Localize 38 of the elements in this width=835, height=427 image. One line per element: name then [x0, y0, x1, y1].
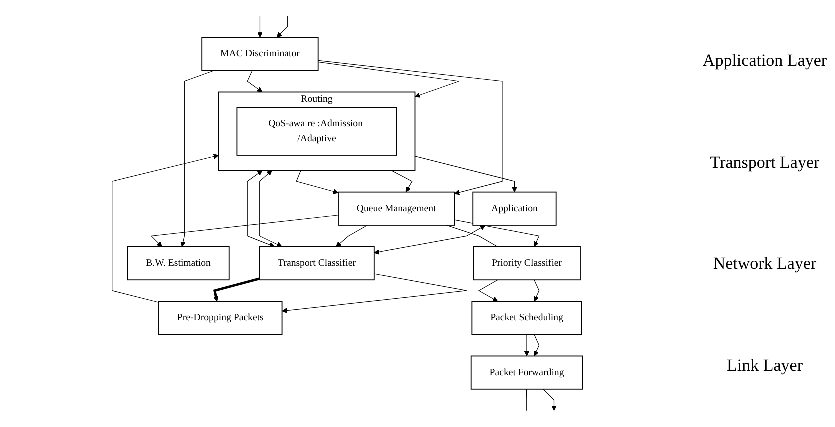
- arrow: [213, 278, 260, 302]
- arrow: [258, 16, 263, 38]
- arrow: [247, 170, 275, 248]
- arrow: [296, 170, 339, 194]
- node-box: B.W. Estimation: [127, 246, 230, 281]
- arrow: [543, 389, 557, 412]
- node-box: Packet Scheduling: [472, 301, 582, 336]
- arrow: [534, 280, 540, 302]
- layer-label: Network Layer: [712, 254, 818, 274]
- node-box: Application: [472, 192, 557, 226]
- layer-label: Link Layer: [726, 356, 804, 376]
- arrow: [180, 70, 215, 248]
- node-box: MAC Discriminator: [202, 37, 319, 72]
- arrow: [247, 70, 263, 92]
- node-box: Packet Forwarding: [470, 356, 584, 390]
- layer-label: Transport Layer: [709, 152, 821, 173]
- arrow: [112, 154, 220, 303]
- arrow: [318, 60, 503, 196]
- node-box: Transport Classifier: [259, 246, 375, 281]
- node-box: Priority Classifier: [473, 246, 581, 281]
- node-box: Pre-Dropping Packets: [158, 301, 283, 336]
- arrow: [282, 274, 468, 314]
- arrow: [260, 170, 282, 248]
- arrow: [336, 225, 368, 248]
- arrow: [524, 334, 530, 356]
- arrow: [454, 220, 540, 248]
- connector: [446, 225, 498, 248]
- node-box: Queue Management: [338, 192, 456, 226]
- layer-label: Application Layer: [702, 50, 828, 71]
- node-box: QoS-awa re :Admission /Adaptive: [236, 107, 398, 156]
- arrow: [150, 215, 339, 248]
- arrow: [392, 170, 413, 193]
- arrow: [318, 62, 460, 98]
- arrow: [374, 225, 486, 255]
- arrow: [478, 280, 498, 302]
- arrow: [534, 334, 540, 356]
- arrow: [276, 16, 288, 38]
- arrow: [414, 156, 518, 193]
